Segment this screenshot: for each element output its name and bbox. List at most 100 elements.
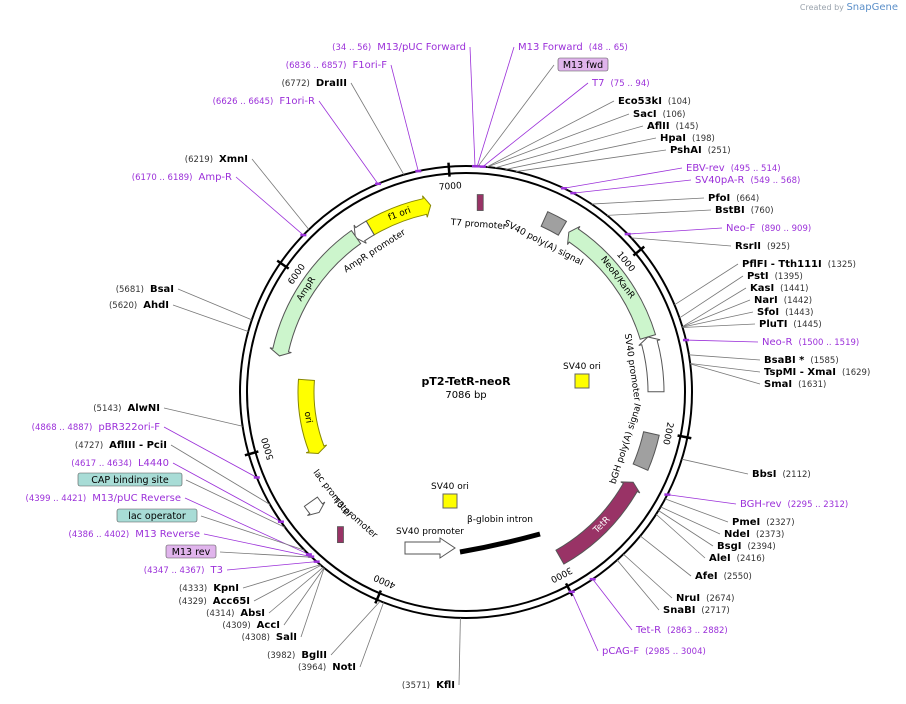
- site-label-lac-operator[interactable]: lac operator: [116, 508, 198, 523]
- site-name: M13/pUC Forward: [377, 42, 466, 53]
- site-label-f1ori-f[interactable]: F1ori-F(6836 .. 6857): [286, 60, 387, 71]
- site-label-bsabi[interactable]: BsaBI *(1585): [764, 355, 839, 366]
- site-name: BGH-rev: [740, 499, 782, 510]
- site-label-aflii[interactable]: AflII(145): [647, 121, 698, 132]
- site-label-pluti[interactable]: PluTI(1445): [759, 319, 822, 330]
- site-label-bglii[interactable]: BglII(3982): [267, 650, 327, 661]
- site-range: (48 .. 65): [589, 43, 628, 53]
- site-range: (1325): [828, 260, 856, 270]
- site-label-afliii-pcii[interactable]: AflIII - PciI(4727): [75, 440, 167, 451]
- site-range: (3571): [402, 681, 430, 691]
- site-range: (6772): [282, 79, 310, 89]
- site-label-absi[interactable]: AbsI(4314): [206, 608, 265, 619]
- site-label-kpni[interactable]: KpnI (4333): [179, 583, 239, 594]
- leader-line-ahdi: [172, 304, 249, 332]
- site-label-saci[interactable]: SacI(106): [633, 109, 685, 120]
- site-label-pcag-f[interactable]: pCAG-F(2985 .. 3004): [602, 646, 706, 657]
- site-label-bbsi[interactable]: BbsI(2112): [752, 469, 811, 480]
- site-label-rsrii[interactable]: RsrII(925): [735, 241, 790, 252]
- site-label-t3[interactable]: T3(4347 .. 4367): [144, 565, 223, 576]
- site-label-ebv-rev[interactable]: EBV-rev(495 .. 514): [686, 163, 781, 174]
- site-label-tspmi-xmai[interactable]: TspMI - XmaI(1629): [764, 367, 870, 378]
- site-label-afei[interactable]: AfeI(2550): [695, 571, 752, 582]
- site-label-f1ori-r[interactable]: F1ori-R(6626 .. 6645): [213, 96, 315, 107]
- site-label-m13-reverse[interactable]: M13 Reverse(4386 .. 4402): [69, 529, 200, 540]
- feature-label-bgh-poly-a-signal: bGH poly(A) signal: [609, 402, 644, 485]
- site-label-sfoi[interactable]: SfoI(1443): [757, 307, 813, 318]
- site-label-nari[interactable]: NarI(1442): [754, 295, 812, 306]
- site-name: PfoI: [708, 193, 730, 204]
- site-label-psti[interactable]: PstI(1395): [747, 271, 803, 282]
- feature-t7-promoter: [476, 194, 484, 211]
- site-label-xmni[interactable]: XmnI(6219): [185, 154, 248, 165]
- leader-line-aflii: [494, 125, 644, 169]
- site-label-acc65i[interactable]: Acc65I(4329): [179, 596, 251, 607]
- site-label-pmei[interactable]: PmeI(2327): [732, 517, 795, 528]
- site-label-snabi[interactable]: SnaBI(2717): [663, 605, 730, 616]
- site-name: M13/pUC Reverse: [92, 493, 181, 504]
- site-label-m13-puc-forward[interactable]: M13/pUC Forward (34 .. 56): [332, 42, 466, 53]
- site-label-neo-f[interactable]: Neo-F(890 .. 909): [726, 223, 811, 234]
- site-name: Neo-R: [762, 337, 793, 348]
- site-range: (4333): [179, 584, 207, 594]
- feature-ori: [297, 378, 328, 454]
- leader-line-kasi: [682, 287, 747, 328]
- site-label-kfli[interactable]: KflI(3571): [402, 680, 455, 691]
- site-label-pshai[interactable]: PshAI(251): [670, 145, 731, 156]
- site-label-bgh-rev[interactable]: BGH-rev(2295 .. 2312): [740, 499, 848, 510]
- site-name: T7: [591, 78, 604, 89]
- leader-line-m13-rev: [219, 551, 312, 558]
- site-range: (34 .. 56): [332, 43, 371, 53]
- site-label-m13-fwd[interactable]: M13 fwd: [557, 57, 609, 72]
- site-label-kasi[interactable]: KasI(1441): [750, 283, 808, 294]
- site-label-neo-r[interactable]: Neo-R(1500 .. 1519): [762, 337, 859, 348]
- site-label-draiii[interactable]: DraIII (6772): [282, 78, 347, 89]
- site-label-nrui[interactable]: NruI(2674): [676, 593, 734, 604]
- site-label-alwni[interactable]: AlwNI(5143): [93, 403, 160, 414]
- site-label-alei[interactable]: AleI(2416): [709, 553, 765, 564]
- site-label-hpai[interactable]: HpaI(198): [660, 133, 715, 144]
- site-label-m13-puc-reverse[interactable]: M13/pUC Reverse(4399 .. 4421): [26, 493, 181, 504]
- site-label-m13-forward[interactable]: M13 Forward(48 .. 65): [518, 42, 628, 53]
- site-label-pbr322ori-f[interactable]: pBR322ori-F(4868 .. 4887): [32, 422, 161, 433]
- site-range: (106): [663, 110, 686, 120]
- site-label-sv40pa-r[interactable]: SV40pA-R(549 .. 568): [695, 175, 800, 186]
- tick-label: 2000: [660, 421, 674, 446]
- leader-line-afei: [640, 535, 692, 577]
- site-label-bstbi[interactable]: BstBI(760): [715, 205, 774, 216]
- site-label-sali[interactable]: SalI(4308): [242, 632, 297, 643]
- site-name: Acc65I: [213, 596, 250, 607]
- feature-sv40-promoter: [638, 336, 665, 393]
- site-name: NotI: [332, 662, 356, 673]
- site-label-pfoi[interactable]: PfoI(664): [708, 193, 759, 204]
- site-name: KasI: [750, 283, 774, 294]
- site-name: SV40pA-R: [695, 175, 744, 186]
- site-label-noti[interactable]: NotI(3964): [298, 662, 356, 673]
- tick-label: 7000: [439, 181, 463, 193]
- leader-line-neo-r: [685, 339, 759, 343]
- snapgene-brand: SnapGene: [846, 2, 898, 13]
- site-label-smai[interactable]: SmaI(1631): [764, 379, 826, 390]
- tick-mark: [564, 582, 574, 597]
- leader-line-m13-forward: [476, 46, 515, 167]
- site-range: (5143): [93, 404, 121, 414]
- tick-mark: [447, 162, 451, 177]
- site-range: (2416): [737, 554, 765, 564]
- site-label-eco53ki[interactable]: Eco53kI(104): [618, 96, 691, 107]
- site-label-bsgi[interactable]: BsgI(2394): [717, 541, 776, 552]
- site-label-ndei[interactable]: NdeI(2373): [724, 529, 784, 540]
- site-label-l4440[interactable]: L4440(4617 .. 4634): [71, 458, 169, 469]
- site-label-cap-binding-site[interactable]: CAP binding site: [77, 472, 183, 487]
- tick-label: 3000: [548, 564, 573, 584]
- site-label-pflfi-tth111i[interactable]: PflFI - Tth111I(1325): [742, 259, 856, 270]
- site-label-t7[interactable]: T7(75 .. 94): [591, 78, 650, 89]
- site-label-amp-r[interactable]: Amp-R(6170 .. 6189): [132, 172, 232, 183]
- site-label-m13-rev[interactable]: M13 rev: [165, 544, 217, 559]
- site-label-acci[interactable]: AccI(4309): [222, 620, 280, 631]
- site-name: DraIII: [316, 78, 347, 89]
- site-label-bsai[interactable]: BsaI(5681): [116, 284, 174, 295]
- site-name: KpnI: [213, 583, 239, 594]
- site-label-ahdi[interactable]: AhdI(5620): [109, 300, 169, 311]
- site-label-tet-r[interactable]: Tet-R(2863 .. 2882): [635, 625, 728, 636]
